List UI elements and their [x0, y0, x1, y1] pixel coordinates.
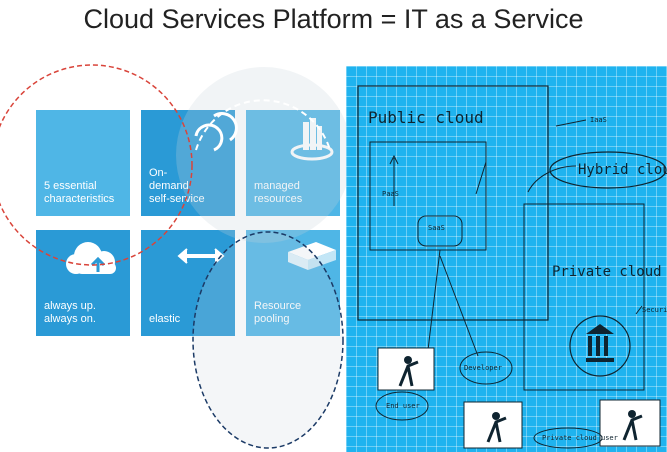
white-dashed-arc — [195, 99, 331, 151]
iaas-label: IaaS — [590, 116, 607, 124]
tile-label: elastic — [149, 313, 181, 325]
double-arrow-icon — [177, 248, 225, 264]
public-cloud-label: Public cloud — [368, 108, 484, 127]
navy-dashed-ellipse — [192, 231, 344, 449]
tile-on-demand: On- demand self-service — [141, 110, 235, 216]
tile-label: Resource pooling — [254, 300, 336, 326]
developer-label: Developer — [464, 364, 502, 372]
red-dashed-circle — [0, 64, 193, 266]
tile-label: 5 essential characteristics — [44, 180, 115, 205]
sketch-lines — [357, 85, 667, 449]
saas-label: SaaS — [428, 224, 445, 232]
buildings-cloud-icon — [290, 118, 334, 161]
private-cloud-user-label: Private cloud user — [542, 434, 618, 442]
faint-circle — [176, 67, 352, 243]
private-user-figure-icon — [599, 399, 661, 447]
security-label: Securi — [642, 306, 667, 314]
tile-essential-characteristics: 5 essential characteristics — [36, 110, 130, 216]
hybrid-cloud-label: Hybrid cloud — [578, 162, 667, 178]
paas-label: PaaS — [382, 190, 399, 198]
developer-figure-icon — [463, 401, 523, 449]
tile-label: managed resources — [254, 180, 336, 206]
tile-managed-resources: managed resources — [246, 110, 340, 216]
server-pool-icon — [288, 242, 336, 270]
tile-label: On- demand self-service — [149, 167, 205, 205]
refresh-icon — [194, 112, 238, 152]
end-user-figure-icon — [377, 347, 435, 391]
private-cloud-label: Private cloud — [552, 264, 662, 280]
tile-label: always up. always on. — [44, 300, 96, 325]
cloud-sketch-board: Public cloud Hybrid cloud Private cloud … — [346, 66, 667, 452]
tile-resource-pooling: Resource pooling — [246, 230, 340, 336]
bank-icon — [586, 324, 614, 362]
tile-always-up: always up. always on. — [36, 230, 130, 336]
end-user-label: End user — [386, 402, 420, 410]
tile-elastic: elastic — [141, 230, 235, 336]
page-title: Cloud Services Platform = IT as a Servic… — [83, 4, 584, 34]
